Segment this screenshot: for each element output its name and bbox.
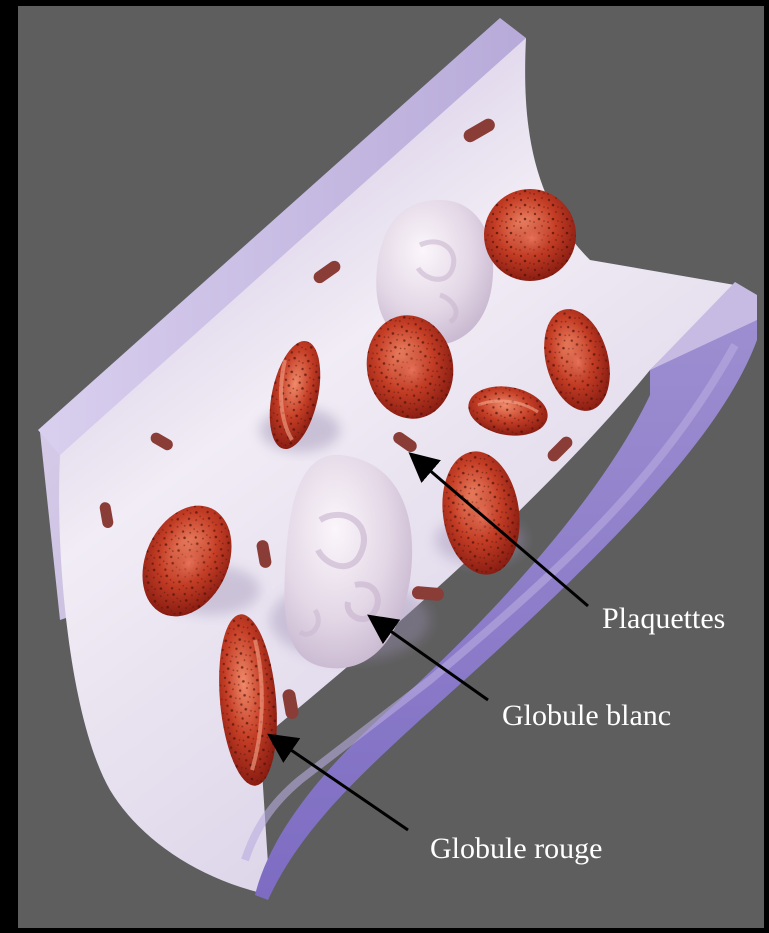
label-red-cell: Globule rouge: [430, 832, 602, 865]
red-cell-top-right: [484, 189, 576, 281]
label-platelets: Plaquettes: [602, 602, 725, 635]
label-white-cell: Globule blanc: [502, 699, 671, 732]
